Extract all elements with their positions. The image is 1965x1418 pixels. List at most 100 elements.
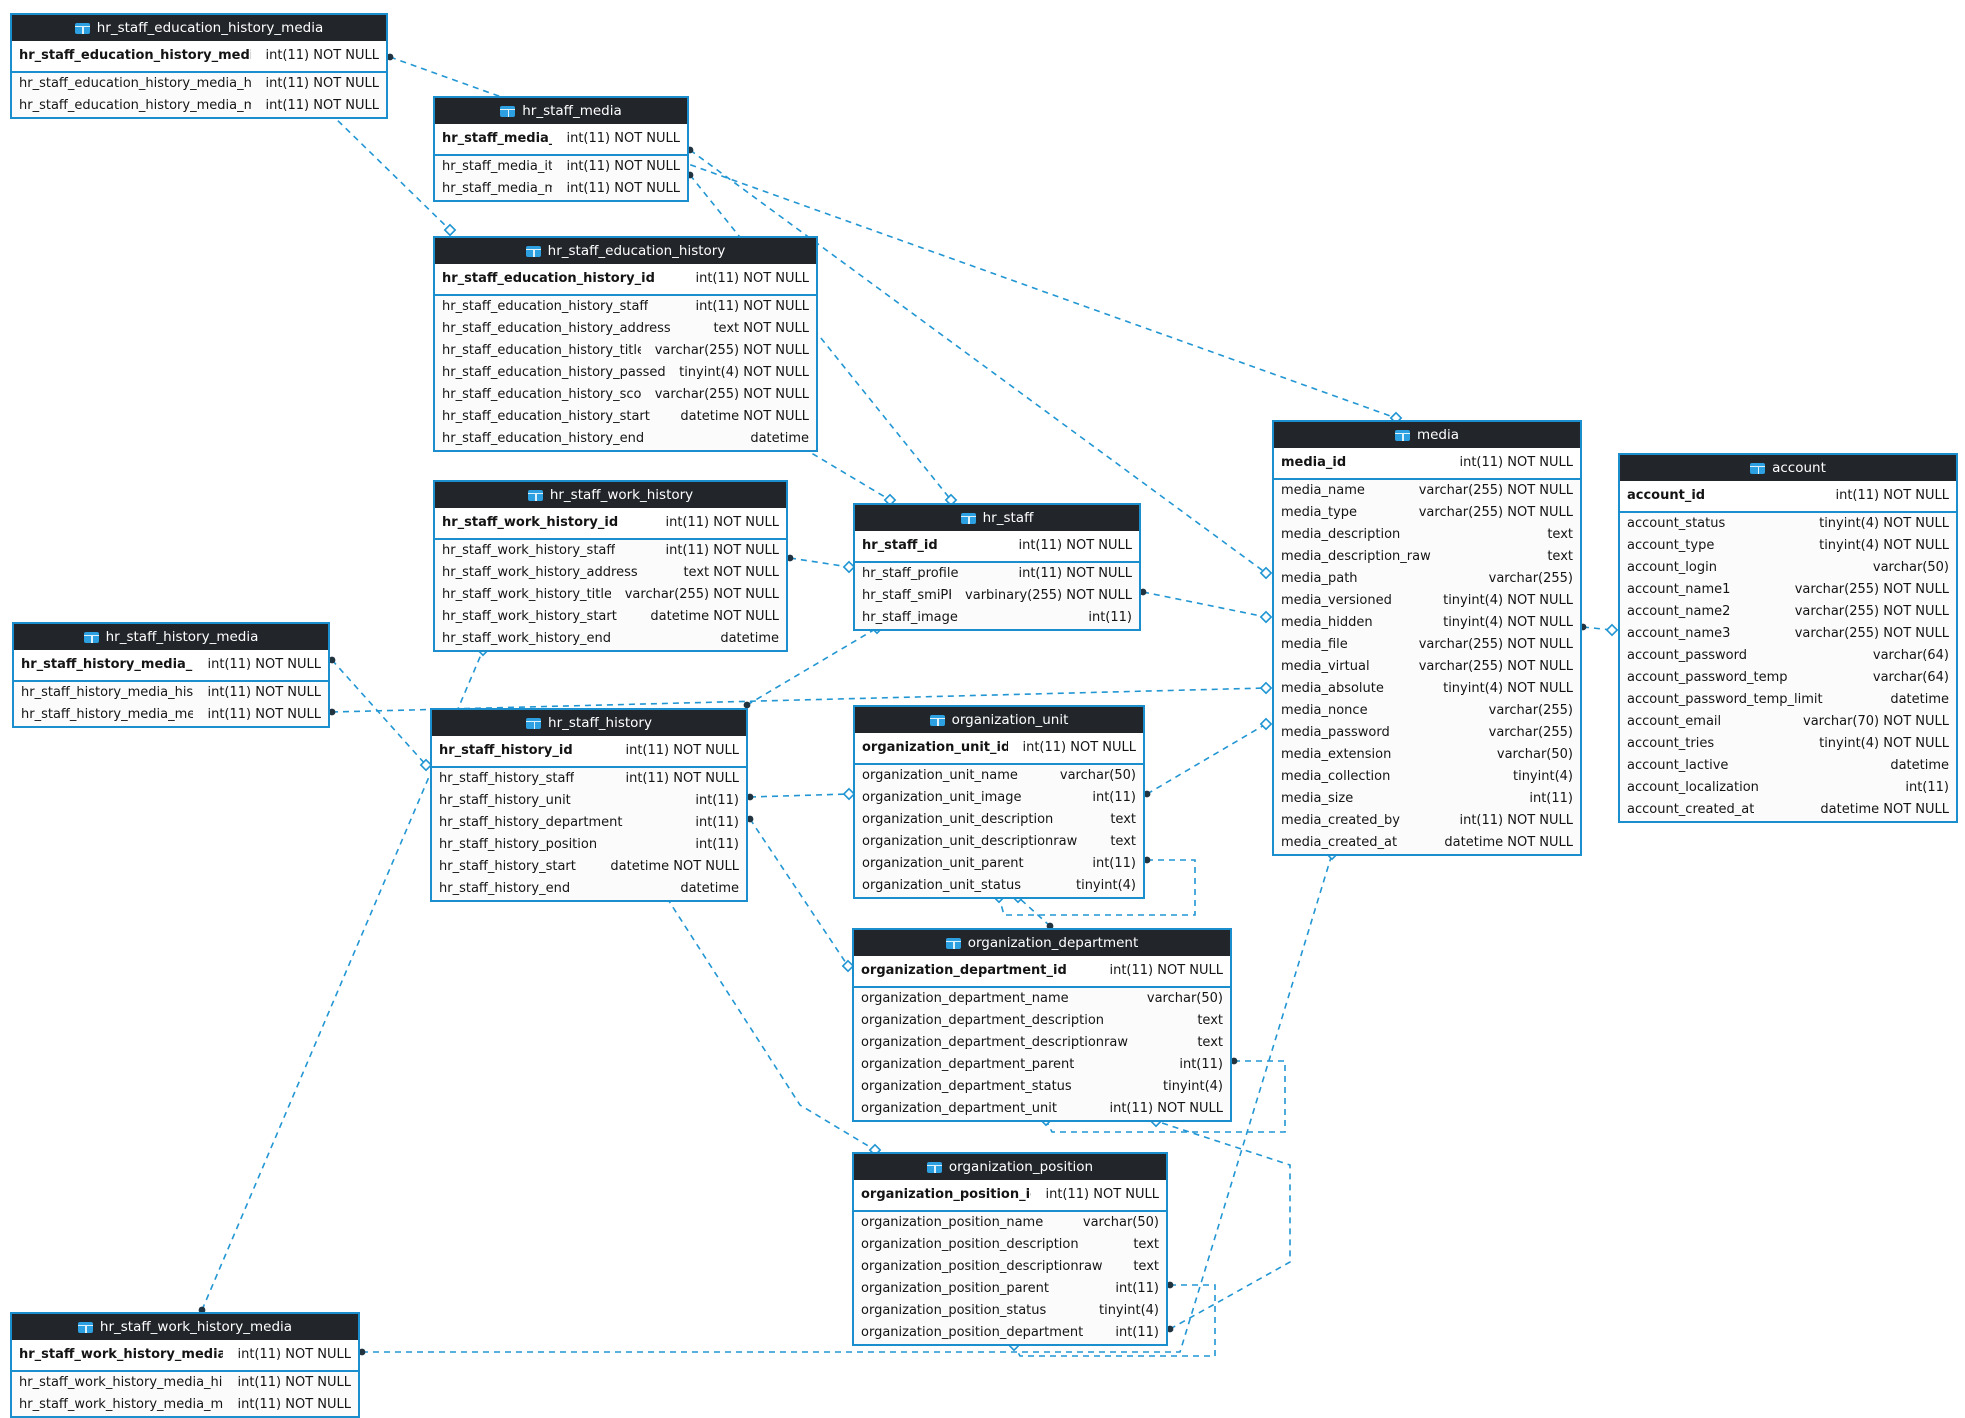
table-header[interactable]: media — [1274, 422, 1580, 448]
table-header[interactable]: hr_staff_work_history — [435, 482, 786, 508]
primary-key-row: hr_staff_education_history_media_id int(1… — [12, 41, 386, 73]
column-name: hr_staff_history_media_media — [21, 707, 194, 722]
relationship-dot-endpoint — [1143, 790, 1151, 798]
relationship-hr_staff_work_history-to-hr_staff[interactable] — [786, 554, 856, 574]
column-name: hr_staff_work_history_staff — [442, 543, 616, 558]
table-header[interactable]: account — [1620, 455, 1956, 481]
relationship-hr_staff_history_media-to-hr_staff_history[interactable] — [328, 656, 433, 772]
primary-key-name: organization_position_id — [861, 1187, 1032, 1202]
relationship-line[interactable] — [1146, 723, 1267, 795]
column-type: datetime NOT NULL — [1444, 835, 1573, 850]
relationship-line[interactable] — [689, 149, 1267, 574]
column-type: int(11) NOT NULL — [237, 1397, 351, 1412]
column-type: varchar(255) NOT NULL — [654, 387, 809, 402]
relationship-dot-endpoint — [1230, 1057, 1238, 1065]
relationship-line[interactable] — [749, 793, 850, 798]
relationship-line[interactable] — [329, 112, 451, 231]
column-type: tinyint(4) NOT NULL — [1819, 516, 1949, 531]
relationship-dot-endpoint — [786, 554, 794, 562]
table-organization_position[interactable]: organization_position organization_positi… — [852, 1152, 1168, 1346]
table-icon — [1394, 429, 1410, 441]
relationship-line[interactable] — [998, 859, 1196, 916]
table-title: hr_staff_education_history_media — [96, 20, 324, 36]
column-name: media_virtual — [1281, 659, 1370, 674]
relationship-hr_staff_history-to-organization_department[interactable] — [746, 815, 855, 973]
table-hr_staff_education_history_media[interactable]: hr_staff_education_history_media hr_staff… — [10, 13, 388, 119]
relationship-line[interactable] — [331, 659, 427, 766]
table-header[interactable]: hr_staff_education_history_media — [12, 15, 386, 41]
primary-key-name: organization_department_id — [861, 963, 1067, 978]
column-type: int(11) NOT NULL — [1018, 566, 1132, 581]
table-header[interactable]: organization_position — [854, 1154, 1166, 1180]
table-icon — [929, 714, 945, 726]
primary-key-name: hr_staff_education_history_media_id — [19, 48, 251, 63]
table-icon — [83, 631, 99, 643]
table-title: hr_staff — [982, 510, 1034, 526]
table-header[interactable]: organization_department — [854, 930, 1230, 956]
column-type: text — [1110, 812, 1136, 827]
relationship-line[interactable] — [789, 557, 850, 568]
relationship-line[interactable] — [1017, 896, 1051, 927]
table-hr_staff_work_history[interactable]: hr_staff_work_history hr_staff_work_histo… — [433, 480, 788, 652]
column-name: account_type — [1627, 538, 1715, 553]
primary-key-name: hr_staff_media_id — [442, 131, 552, 146]
table-header[interactable]: hr_staff_work_history_media — [12, 1314, 358, 1340]
table-hr_staff_history_media[interactable]: hr_staff_history_media hr_staff_history_m… — [12, 622, 330, 728]
column-name: account_password_temp_limit — [1627, 692, 1823, 707]
primary-key-name: hr_staff_history_id — [439, 743, 573, 758]
column-type: int(11) NOT NULL — [1018, 538, 1132, 553]
relationship-line[interactable] — [1155, 1120, 1291, 1330]
table-organization_department[interactable]: organization_department organization_depa… — [852, 928, 1232, 1122]
column-name: organization_position_parent — [861, 1281, 1049, 1296]
relationship-line[interactable] — [1045, 1060, 1286, 1133]
column-name: hr_staff_work_history_start — [442, 609, 617, 624]
column-row: hr_staff_work_history_media_historyint(1… — [12, 1372, 358, 1394]
relationship-line[interactable] — [1013, 1284, 1216, 1357]
table-header[interactable]: hr_staff_media — [435, 98, 687, 124]
column-type: text — [1133, 1237, 1159, 1252]
relationship-line[interactable] — [689, 174, 952, 501]
column-name: media_nonce — [1281, 703, 1368, 718]
column-type: int(11) NOT NULL — [665, 543, 779, 558]
relationship-line[interactable] — [362, 853, 1333, 1353]
column-type: int(11) — [1905, 780, 1949, 795]
column-name: media_description — [1281, 527, 1401, 542]
column-type: int(11) NOT NULL — [265, 48, 379, 63]
relationship-hr_staff-to-media[interactable] — [1139, 588, 1273, 624]
table-header[interactable]: hr_staff_history — [432, 710, 746, 736]
relationship-line[interactable] — [1142, 591, 1267, 618]
column-name: hr_staff_profile — [862, 566, 959, 581]
table-header[interactable]: organization_unit — [855, 707, 1143, 733]
table-hr_staff_work_history_media[interactable]: hr_staff_work_history_media hr_staff_work… — [10, 1312, 360, 1418]
table-header[interactable]: hr_staff_education_history — [435, 238, 816, 264]
relationship-line[interactable] — [666, 897, 876, 1151]
relationship-hr_staff_history-to-organization_unit[interactable] — [746, 787, 856, 801]
relationship-line[interactable] — [746, 627, 878, 706]
table-header[interactable]: hr_staff_history_media — [14, 624, 328, 650]
column-type: text — [1547, 527, 1573, 542]
table-header[interactable]: hr_staff — [855, 505, 1139, 531]
relationship-hr_staff_media-to-hr_staff[interactable] — [686, 171, 958, 507]
relationship-organization_unit-to-media[interactable] — [1143, 717, 1273, 798]
relationship-line[interactable] — [802, 447, 891, 501]
relationship-line[interactable] — [749, 818, 849, 967]
table-title: organization_unit — [951, 712, 1069, 728]
primary-key-name: media_id — [1281, 455, 1347, 470]
